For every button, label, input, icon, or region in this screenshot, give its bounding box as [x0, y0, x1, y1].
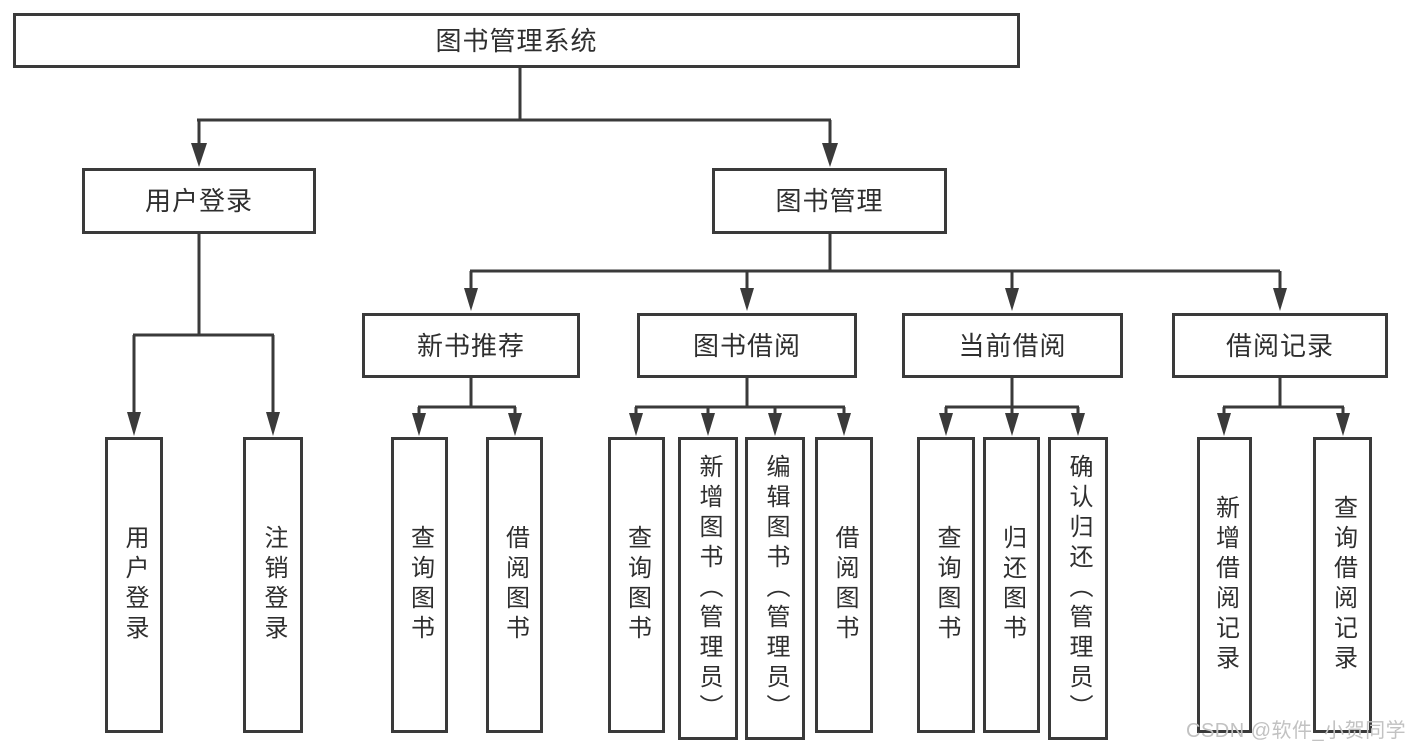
node-current-borrow: 当前借阅 [902, 313, 1123, 378]
node-new-book-recommend: 新书推荐 [362, 313, 580, 378]
leaf-logout: 注销登录 [243, 437, 303, 733]
watermark: CSDN @软件_小贺同学 [1186, 720, 1405, 742]
node-user-login: 用户登录 [82, 168, 316, 234]
node-library-system: 图书管理系统 [13, 13, 1020, 68]
leaf-confirm-return-admin: 确认归还（管理员） [1048, 437, 1108, 740]
leaf-user-login: 用户登录 [105, 437, 163, 733]
leaf-query-books: 查询图书 [391, 437, 448, 733]
leaf-add-borrow-record: 新增借阅记录 [1197, 437, 1252, 733]
leaf-borrow-books: 借阅图书 [486, 437, 543, 733]
leaf-query-books: 查询图书 [608, 437, 665, 733]
leaf-return-books: 归还图书 [983, 437, 1040, 733]
node-book-borrow: 图书借阅 [637, 313, 857, 378]
leaf-edit-books-admin: 编辑图书（管理员） [745, 437, 805, 740]
leaf-query-books: 查询图书 [917, 437, 975, 733]
node-book-management: 图书管理 [712, 168, 947, 234]
node-borrow-records: 借阅记录 [1172, 313, 1388, 378]
leaf-add-books-admin: 新增图书（管理员） [678, 437, 738, 740]
leaf-query-borrow-record: 查询借阅记录 [1313, 437, 1372, 733]
leaf-borrow-books: 借阅图书 [815, 437, 873, 733]
